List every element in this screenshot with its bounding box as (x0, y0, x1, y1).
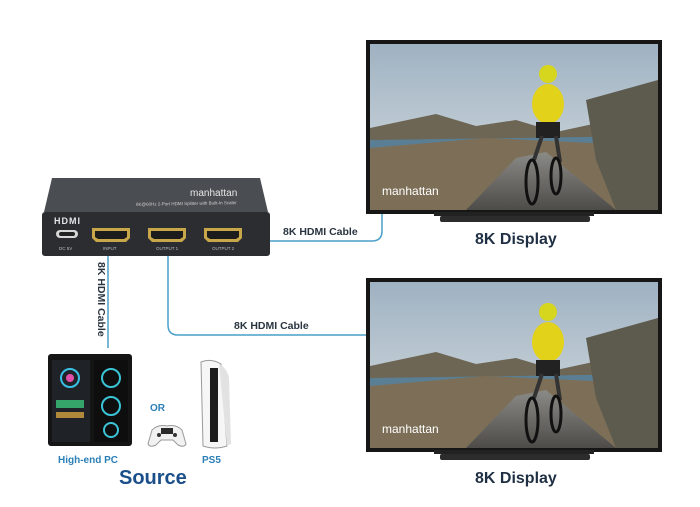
display-1: manhattan (366, 40, 662, 224)
port-label-output1: OUTPUT 1 (156, 246, 179, 251)
port-label-output2: OUTPUT 2 (212, 246, 235, 251)
port-label-dc: DC 5V (59, 246, 73, 251)
splitter-brand: manhattan (190, 188, 238, 199)
source-title: Source (119, 467, 187, 489)
port-label-input: INPUT (103, 246, 117, 251)
hdmi-splitter: HDMI 8K@60Hz 2-Port HDMI Splitter with B… (40, 172, 272, 258)
or-label: OR (150, 403, 165, 414)
ps5-console (197, 358, 233, 450)
cable-output2-to-display1 (236, 212, 383, 242)
display-1-label: 8K Display (475, 231, 557, 248)
cable-label-display1: 8K HDMI Cable (283, 226, 358, 238)
pc-tower (44, 350, 136, 450)
splitter-body (42, 178, 270, 256)
display-2: manhattan (366, 278, 662, 462)
pc-label: High-end PC (58, 455, 118, 466)
display-1-tv (366, 40, 662, 222)
display-1-brand: manhattan (382, 184, 439, 198)
cable-label-input: 8K HDMI Cable (95, 262, 107, 337)
display-2-brand: manhattan (382, 422, 439, 436)
pc-tower-image (48, 354, 132, 446)
controller-icon (146, 420, 188, 450)
ps5-label: PS5 (202, 455, 221, 466)
cable-output1-to-display2 (167, 252, 378, 336)
cable-label-display2: 8K HDMI Cable (234, 320, 309, 332)
splitter-hdmi-logo: HDMI (54, 216, 81, 226)
display-2-tv (366, 278, 662, 460)
display-2-label: 8K Display (475, 470, 557, 487)
